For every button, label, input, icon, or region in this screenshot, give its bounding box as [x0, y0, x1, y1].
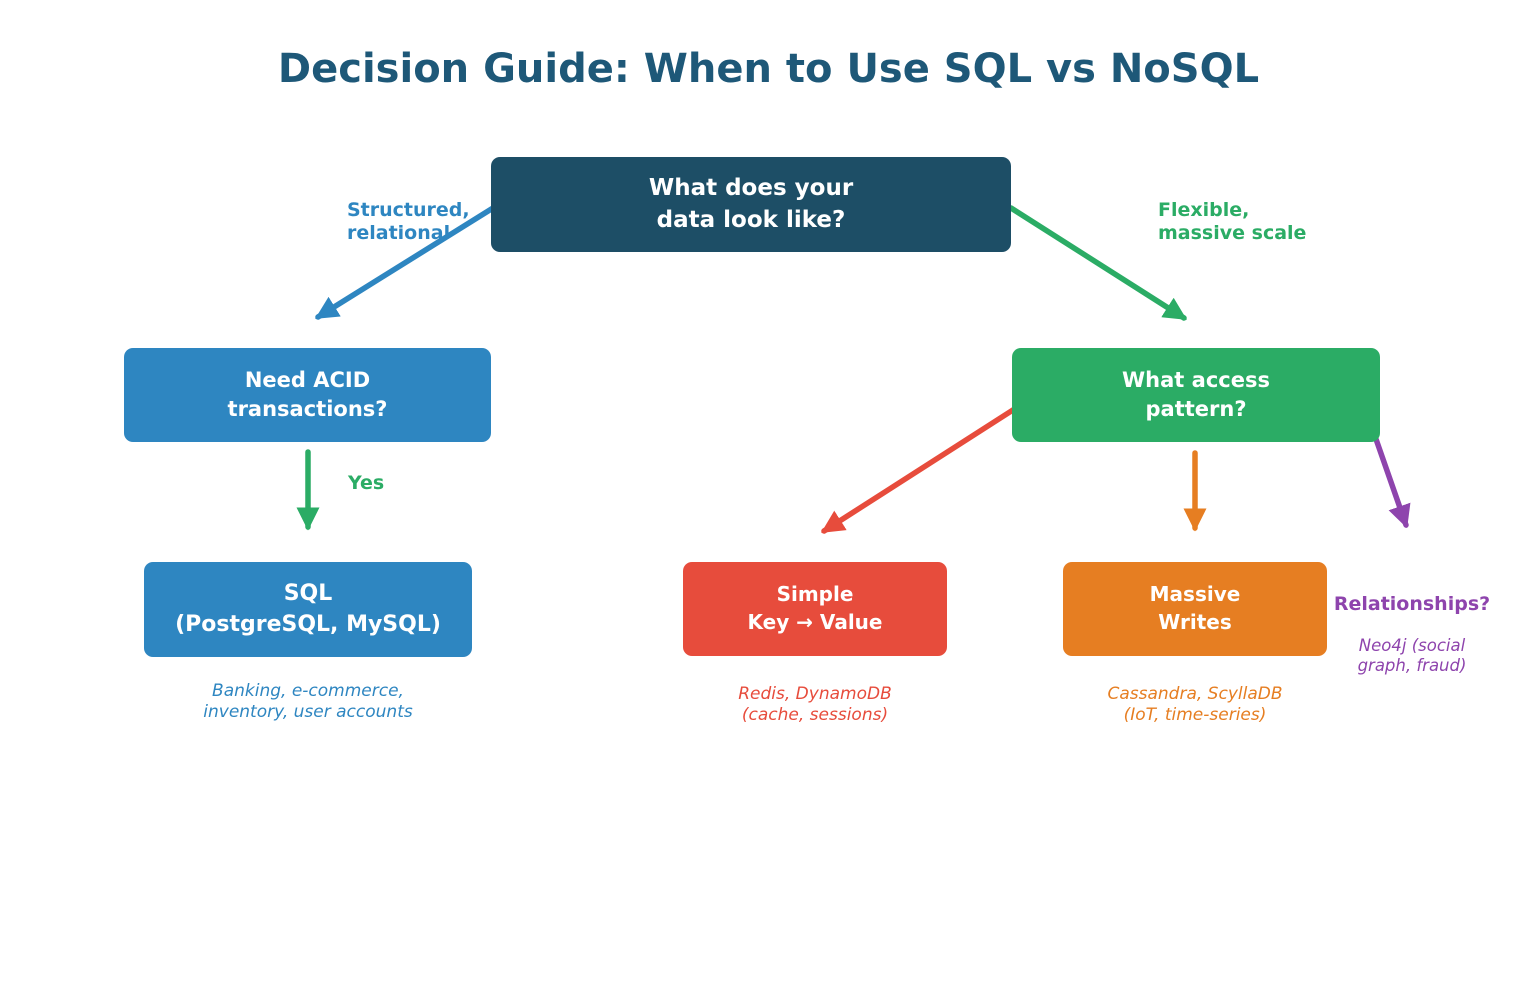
node-text-line: Simple	[776, 582, 854, 607]
node-acid-question: Need ACID transactions?	[124, 348, 491, 442]
node-sql-result: SQL (PostgreSQL, MySQL)	[144, 562, 472, 657]
sql-examples-caption: Banking, e-commerce, inventory, user acc…	[104, 681, 512, 724]
node-text-line: Writes	[1158, 610, 1232, 634]
page-title: Decision Guide: When to Use SQL vs NoSQL	[277, 46, 1260, 92]
caption-line: (cache, sessions)	[741, 705, 889, 726]
node-text-line: (PostgreSQL, MySQL)	[175, 611, 441, 637]
node-access-pattern-question: What access pattern?	[1012, 348, 1380, 442]
edge-label-line: relational	[347, 222, 451, 244]
node-text-line: pattern?	[1145, 397, 1247, 421]
caption-line: Banking, e-commerce,	[212, 681, 404, 701]
node-key-value-result: Simple Key → Value	[683, 562, 947, 656]
node-data-shape-question: What does your data look like?	[491, 157, 1011, 252]
edge-label-line: massive scale	[1158, 222, 1307, 244]
caption-line: graph, fraud)	[1357, 655, 1467, 675]
node-text-line: data look like?	[656, 206, 846, 233]
edge-structured-arrow	[315, 205, 496, 320]
caption-line: Cassandra, ScyllaDB	[1107, 684, 1283, 704]
caption-line: (IoT, time-series)	[1123, 705, 1267, 726]
edge-label-line: Flexible,	[1158, 199, 1250, 221]
edge-label-structured: Structured, relational	[347, 199, 470, 245]
edge-label-yes: Yes	[348, 472, 385, 494]
key-value-examples-caption: Redis, DynamoDB (cache, sessions)	[663, 684, 967, 727]
node-text-line: transactions?	[227, 397, 388, 421]
edge-flexible-arrow	[1008, 205, 1187, 321]
graph-examples-caption: Neo4j (social graph, fraud)	[1332, 636, 1492, 676]
node-text-line: Massive	[1149, 582, 1241, 607]
edge-key-value-arrow	[821, 396, 1033, 534]
node-text-line: What does your	[648, 174, 854, 201]
node-text-line: Need ACID	[244, 368, 371, 393]
node-text-line: Key → Value	[747, 610, 883, 634]
relationships-label: Relationships?	[1333, 593, 1491, 615]
caption-line: Redis, DynamoDB	[738, 684, 892, 704]
caption-line: Neo4j (social	[1358, 636, 1466, 655]
node-massive-writes-result: Massive Writes	[1063, 562, 1327, 656]
edge-label-flexible: Flexible, massive scale	[1158, 199, 1306, 245]
caption-line: inventory, user accounts	[203, 702, 413, 723]
edge-label-line: Structured,	[347, 199, 470, 221]
node-text-line: What access	[1122, 368, 1270, 393]
massive-writes-examples-caption: Cassandra, ScyllaDB (IoT, time-series)	[1043, 684, 1347, 727]
node-text-line: SQL	[283, 581, 333, 607]
